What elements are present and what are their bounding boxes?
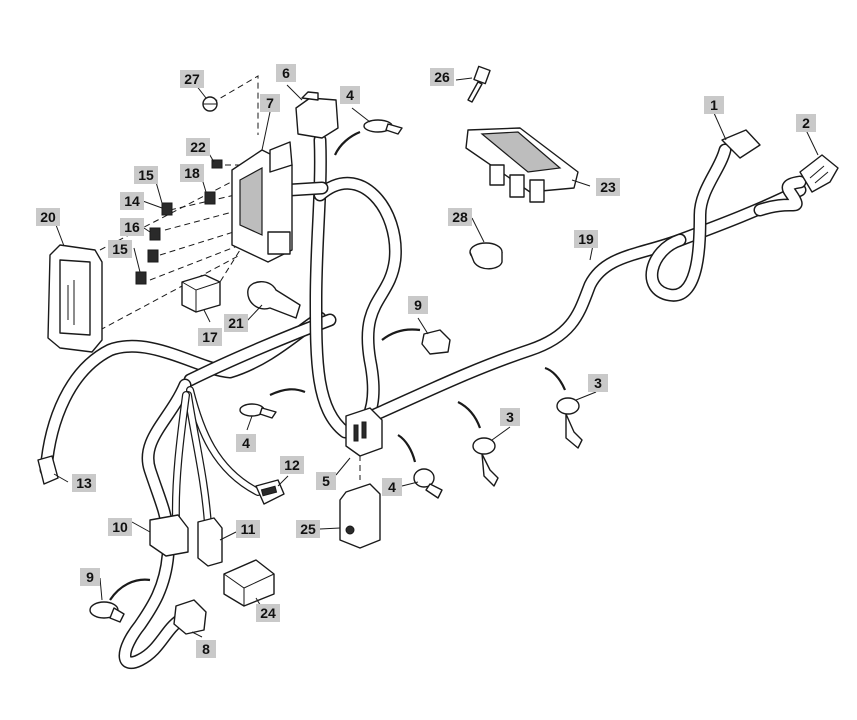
sensor <box>339 483 381 549</box>
callout-6: 6 <box>276 64 296 82</box>
callout-19: 19 <box>574 230 598 248</box>
svg-text:15: 15 <box>112 241 128 257</box>
clamp-4b <box>239 403 277 419</box>
callout-26: 26 <box>430 68 454 86</box>
svg-text:12: 12 <box>284 457 300 473</box>
svg-text:10: 10 <box>112 519 128 535</box>
callout-3b: 3 <box>500 408 520 426</box>
connector-11 <box>197 517 223 567</box>
svg-text:16: 16 <box>124 219 140 235</box>
svg-text:17: 17 <box>202 329 218 345</box>
svg-text:1: 1 <box>710 97 718 113</box>
callout-4b: 4 <box>236 434 256 452</box>
callout-3a: 3 <box>588 374 608 392</box>
clamp-3b <box>472 437 499 487</box>
svg-text:9: 9 <box>86 569 94 585</box>
svg-text:13: 13 <box>76 475 92 491</box>
callout-7: 7 <box>260 94 280 112</box>
connector-1 <box>721 129 761 159</box>
connector-9a <box>421 329 451 355</box>
connector-6 <box>295 91 339 139</box>
bracket <box>223 559 275 607</box>
callout-23: 23 <box>596 178 620 196</box>
key <box>467 65 491 103</box>
clamp-4a <box>363 119 403 135</box>
exploded-view-lines <box>99 75 361 480</box>
svg-text:22: 22 <box>190 139 206 155</box>
clamp-4c <box>413 468 443 499</box>
svg-text:21: 21 <box>228 315 244 331</box>
callout-11: 11 <box>236 520 260 538</box>
callout-15b: 15 <box>108 240 132 258</box>
svg-text:3: 3 <box>594 375 602 391</box>
connector-9b <box>89 601 125 623</box>
callout-12: 12 <box>280 456 304 474</box>
svg-text:8: 8 <box>202 641 210 657</box>
callout-25: 25 <box>296 520 320 538</box>
callout-10: 10 <box>108 518 132 536</box>
connector-2 <box>799 154 839 193</box>
callout-16: 16 <box>120 218 144 236</box>
connector-12 <box>255 479 285 505</box>
bushing <box>469 242 503 270</box>
installation-arrows <box>109 130 567 601</box>
callout-3c-visible <box>500 408 520 426</box>
connector-10 <box>149 514 189 557</box>
callout-24: 24 <box>256 604 280 622</box>
callout-21: 21 <box>224 314 248 332</box>
callout-9b: 9 <box>80 568 100 586</box>
callout-8: 8 <box>196 640 216 658</box>
clamp-3a <box>556 397 583 449</box>
svg-text:27: 27 <box>184 71 200 87</box>
svg-text:24: 24 <box>260 605 276 621</box>
svg-text:4: 4 <box>346 87 354 103</box>
callout-2: 2 <box>796 114 816 132</box>
connector-5 <box>345 407 383 457</box>
fuses <box>135 159 223 285</box>
control-module <box>465 127 579 203</box>
fuse-box-cover <box>47 244 103 353</box>
svg-text:26: 26 <box>434 69 450 85</box>
callout-9a: 9 <box>408 296 428 314</box>
callout-20: 20 <box>36 208 60 226</box>
callout-4c: 4 <box>382 478 402 496</box>
svg-text:2: 2 <box>802 115 810 131</box>
svg-text:18: 18 <box>184 165 200 181</box>
connector-21 <box>247 281 301 319</box>
callout-1: 1 <box>704 96 724 114</box>
callout-15a: 15 <box>134 166 158 184</box>
svg-text:23: 23 <box>600 179 616 195</box>
callout-22: 22 <box>186 138 210 156</box>
svg-text:4: 4 <box>388 479 396 495</box>
svg-text:28: 28 <box>452 209 468 225</box>
svg-text:4: 4 <box>242 435 250 451</box>
svg-text:3: 3 <box>506 409 514 425</box>
svg-text:11: 11 <box>241 521 256 537</box>
callout-17: 17 <box>198 328 222 346</box>
svg-text:25: 25 <box>300 521 316 537</box>
callout-4a: 4 <box>340 86 360 104</box>
callout-13: 13 <box>72 474 96 492</box>
svg-text:9: 9 <box>414 297 422 313</box>
connector-13 <box>37 455 59 485</box>
screw <box>202 96 218 112</box>
callout-5: 5 <box>316 472 336 490</box>
relay <box>181 274 221 313</box>
fuse-relay-block <box>231 141 293 263</box>
svg-text:15: 15 <box>138 167 154 183</box>
svg-text:19: 19 <box>578 231 594 247</box>
svg-text:20: 20 <box>40 209 56 225</box>
connector-8 <box>173 599 207 635</box>
svg-text:5: 5 <box>322 473 330 489</box>
callout-14: 14 <box>120 192 144 210</box>
svg-text:7: 7 <box>266 95 274 111</box>
svg-text:14: 14 <box>124 193 140 209</box>
callout-labels: 1 2 3 3 3 4 4 4 5 6 7 8 9 9 10 11 12 13 … <box>36 64 816 658</box>
callout-28: 28 <box>448 208 472 226</box>
callout-18: 18 <box>180 164 204 182</box>
harness-wires <box>39 133 807 669</box>
callout-27: 27 <box>180 70 204 88</box>
svg-text:6: 6 <box>282 65 290 81</box>
